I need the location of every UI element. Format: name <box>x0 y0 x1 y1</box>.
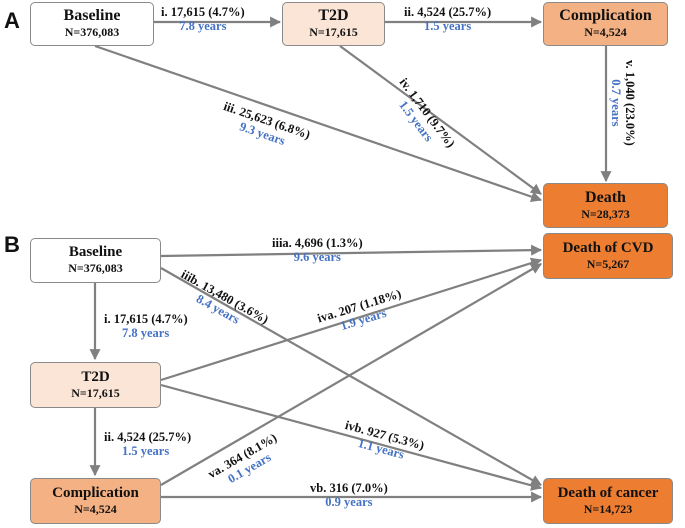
node-a-t2d: T2D N=17,615 <box>282 2 385 46</box>
node-count: N=376,083 <box>64 25 120 40</box>
node-title: T2D <box>318 7 349 25</box>
arrow-a-iv <box>339 45 542 195</box>
edge-label-a-v: v. 1,040 (23.0%) 0.7 years <box>609 60 637 146</box>
node-count: N=17,615 <box>71 385 120 400</box>
edge-label-b-iiia: iiia. 4,696 (1.3%) 9.6 years <box>272 236 363 265</box>
node-title: Death of CVD <box>562 239 654 256</box>
edge-count: i. 17,615 (4.7%) <box>161 5 245 19</box>
panel-label-b: B <box>4 232 20 257</box>
node-count: N=14,723 <box>583 501 633 516</box>
node-a-death: Death N=28,373 <box>543 183 668 228</box>
arrow-a-iii <box>94 44 543 202</box>
node-count: N=376,083 <box>68 261 123 276</box>
edge-count: i. 17,615 (4.7%) <box>104 312 188 326</box>
node-a-baseline: Baseline N=376,083 <box>30 2 154 46</box>
edge-label-a-ii: ii. 4,524 (25.7%) 1.5 years <box>404 5 492 34</box>
node-count: N=5,267 <box>586 256 630 271</box>
node-title: Baseline <box>63 7 121 25</box>
node-title: Death <box>585 188 626 206</box>
edge-count: vb. 316 (7.0%) <box>310 481 388 495</box>
arrow-b-va <box>160 263 542 486</box>
edge-years: 9.6 years <box>293 249 341 264</box>
arrow-b-iiib <box>160 267 542 486</box>
arrow-b-iva <box>160 257 543 382</box>
edge-label-a-i: i. 17,615 (4.7%) 7.8 years <box>161 5 245 34</box>
node-b-death-cancer: Death of cancer N=14,723 <box>543 478 673 524</box>
node-b-death-cvd: Death of CVD N=5,267 <box>543 233 673 279</box>
node-count: N=4,524 <box>74 501 117 516</box>
node-count: N=28,373 <box>581 206 630 221</box>
node-count: N=4,524 <box>584 25 627 40</box>
edge-years: 7.8 years <box>179 18 227 33</box>
node-b-complication: Complication N=4,524 <box>30 478 161 524</box>
node-b-baseline: Baseline N=376,083 <box>30 238 161 283</box>
edge-count: ii. 4,524 (25.7%) <box>104 430 192 444</box>
edge-years: 0.9 years <box>325 494 373 509</box>
edge-years: 1.5 years <box>423 18 472 33</box>
arrow-b-iiia <box>160 244 543 258</box>
node-title: Complication <box>52 484 139 501</box>
edge-label-b-vb: vb. 316 (7.0%) 0.9 years <box>310 481 388 510</box>
edge-count: iiia. 4,696 (1.3%) <box>272 236 363 250</box>
node-title: Complication <box>559 7 652 25</box>
edge-count: v. 1,040 (23.0%) <box>623 60 637 146</box>
node-title: T2D <box>81 368 110 385</box>
edge-years: 1.5 years <box>122 443 170 458</box>
edge-label-b-ii: ii. 4,524 (25.7%) 1.5 years <box>104 430 192 459</box>
node-title: Death of cancer <box>557 484 659 501</box>
edge-years: 0.7 years <box>609 79 624 127</box>
panel-label-a: A <box>4 8 20 33</box>
edge-years: 7.8 years <box>122 325 170 340</box>
node-title: Baseline <box>68 244 123 261</box>
edge-label-b-i: i. 17,615 (4.7%) 7.8 years <box>104 312 188 341</box>
edge-count: ii. 4,524 (25.7%) <box>404 5 492 19</box>
node-a-complication: Complication N=4,524 <box>543 2 668 46</box>
arrow-b-ivb <box>160 383 543 491</box>
node-b-t2d: T2D N=17,615 <box>30 362 161 408</box>
node-count: N=17,615 <box>309 25 358 40</box>
